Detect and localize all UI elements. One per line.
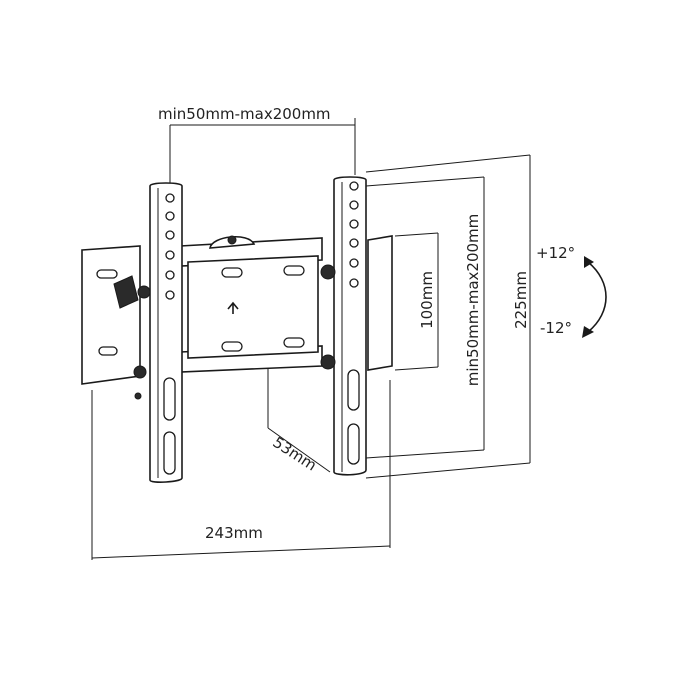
vesa-height-top-ext <box>365 176 485 187</box>
tilt-knob <box>113 275 139 309</box>
total-height-label: 225mm <box>512 271 530 329</box>
tilt-bolt <box>137 285 151 299</box>
right-arm <box>320 176 367 476</box>
lower-bolt <box>133 365 147 379</box>
arm-hole <box>165 193 175 203</box>
tilt-down-label: -12° <box>540 319 572 337</box>
depth-label: 53mm <box>270 433 320 474</box>
arm-hole <box>349 278 359 288</box>
left-arm <box>113 182 183 483</box>
total-height-bottom-ext <box>365 462 531 479</box>
center-slot <box>221 267 243 278</box>
total-width-line <box>91 545 391 559</box>
center-slot <box>221 341 243 352</box>
tilt-arrowhead-down <box>582 326 594 338</box>
center-slot <box>283 265 305 276</box>
vesa-height-label: min50mm-max200mm <box>464 214 482 387</box>
arm-hole <box>165 211 175 221</box>
center-plate <box>187 255 319 359</box>
center-slot <box>283 337 305 348</box>
arm-slot <box>163 377 176 421</box>
depth-line <box>267 427 331 473</box>
inner-height-label: 100mm <box>418 271 436 329</box>
tilt-up-label: +12° <box>536 244 575 262</box>
wall-slot <box>96 269 118 279</box>
lower-bolt <box>320 354 336 370</box>
tilt-arrowhead-up <box>584 256 594 268</box>
arm-hole <box>165 270 175 280</box>
arm-hole <box>349 181 359 191</box>
wall-slot <box>98 346 118 356</box>
dimension-lines <box>91 118 531 560</box>
tilt-arc <box>587 261 607 333</box>
arm-hole <box>349 238 359 248</box>
arm-hole <box>349 200 359 210</box>
arm-hole <box>349 219 359 229</box>
arm-slot <box>347 369 360 411</box>
wall-plate-left-flange <box>81 245 141 385</box>
lower-bolt-tip <box>134 392 142 400</box>
inner-height-top-ext <box>394 232 439 237</box>
arm-hole <box>165 290 175 300</box>
wall-plate-right-flange <box>367 235 393 371</box>
wall-plate <box>81 235 393 385</box>
total-height-top-ext <box>365 154 531 173</box>
vesa-width-label: min50mm-max200mm <box>158 105 331 123</box>
arm-hole <box>165 230 175 240</box>
arm-slot <box>347 423 360 465</box>
vesa-height-bottom-ext <box>365 449 485 459</box>
total-width-label: 243mm <box>205 524 263 542</box>
arm-slot <box>163 431 176 475</box>
tilt-arrow <box>582 256 607 338</box>
arm-hole <box>349 258 359 268</box>
up-arrow-icon <box>227 301 239 314</box>
tilt-bolt <box>320 264 336 280</box>
arm-hole <box>165 250 175 260</box>
inner-height-bottom-ext <box>394 366 439 371</box>
hook-screw <box>227 235 237 245</box>
